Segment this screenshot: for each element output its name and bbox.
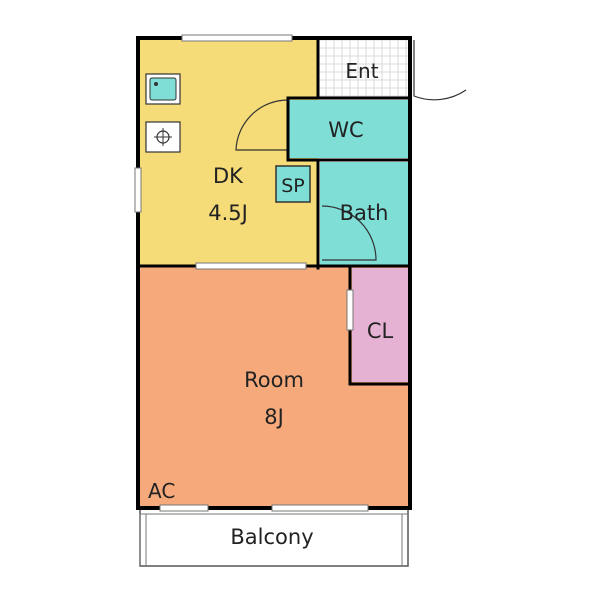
door-swings [235, 40, 467, 261]
window-marks [134, 34, 369, 512]
balcony-label: Balcony [230, 525, 313, 549]
ent-label: Ent [345, 59, 378, 83]
sp-box [275, 165, 311, 203]
room-size: 8J [264, 405, 284, 429]
balcony-area [139, 507, 409, 567]
cl-label: CL [367, 319, 394, 343]
sp-label: SP [281, 175, 305, 197]
bath-area [320, 162, 408, 266]
wc-area [288, 100, 408, 158]
stove-icon [145, 121, 181, 153]
entrance-area [318, 40, 408, 96]
ac-label: AC [148, 479, 175, 503]
room-label: Room [244, 368, 304, 392]
dk-label: DK [213, 164, 244, 188]
wc-label: WC [328, 118, 363, 142]
dk-size: 4.5J [208, 201, 248, 225]
entrance-floor-grid [317, 39, 408, 97]
bath-label: Bath [340, 201, 389, 225]
sink-icon [145, 73, 181, 105]
closet-area [352, 268, 408, 382]
